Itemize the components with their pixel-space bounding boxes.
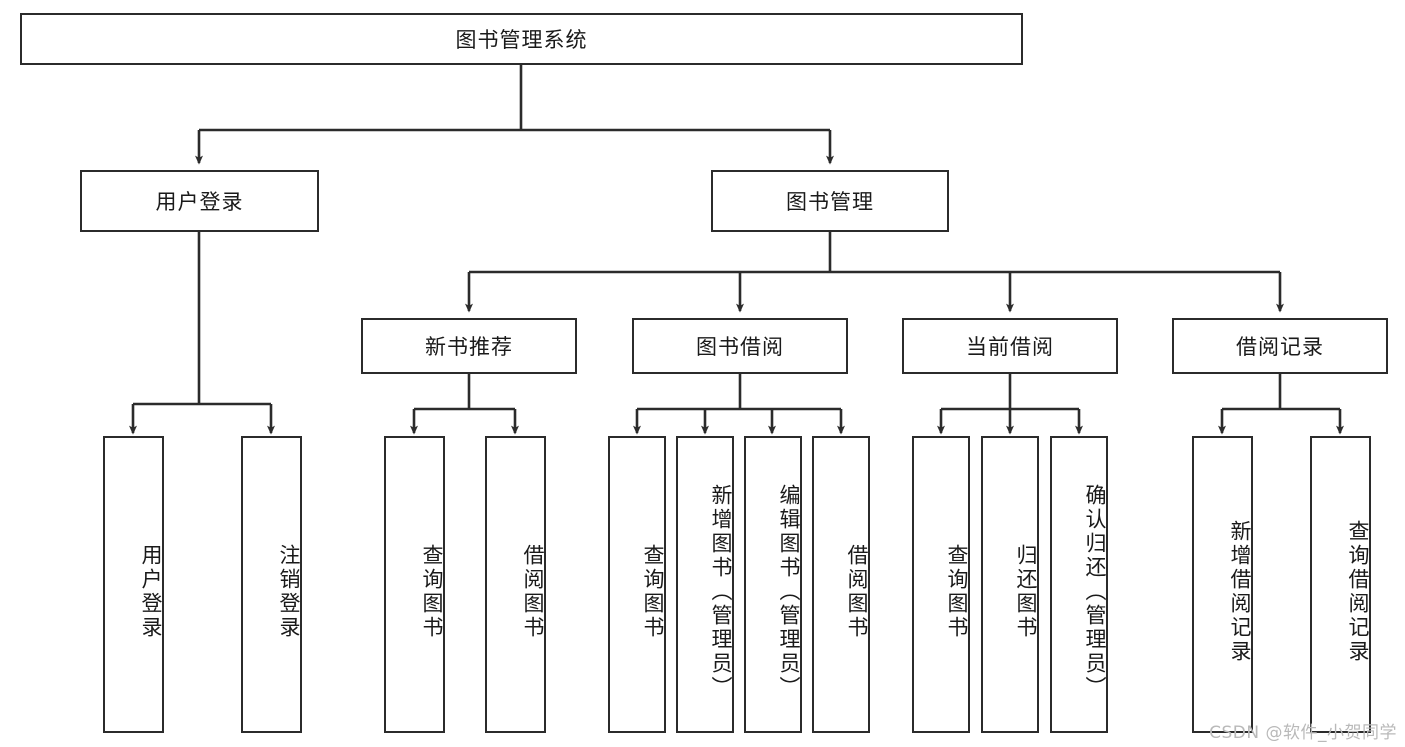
leaf-logout-label: 注销登录 [277, 543, 301, 640]
leaf-current-return-label: 归还图书 [1014, 543, 1038, 640]
leaf-current-query[interactable]: 查询图书 [912, 436, 970, 733]
leaf-newbook-query-label: 查询图书 [420, 543, 444, 640]
node-user-login[interactable]: 用户登录 [80, 170, 319, 232]
leaf-borrow-edit-book[interactable]: 编辑图书（管理员） [744, 436, 802, 733]
leaf-record-add-label: 新增借阅记录 [1228, 519, 1252, 664]
leaf-logout[interactable]: 注销登录 [241, 436, 302, 733]
leaf-borrow-add-book[interactable]: 新增图书（管理员） [676, 436, 734, 733]
leaf-newbook-borrow-label: 借阅图书 [521, 543, 545, 640]
node-current-borrow[interactable]: 当前借阅 [902, 318, 1118, 374]
leaf-current-return[interactable]: 归还图书 [981, 436, 1039, 733]
node-root[interactable]: 图书管理系统 [20, 13, 1023, 65]
leaf-borrow-borrow-book-label: 借阅图书 [845, 543, 869, 640]
node-book-management[interactable]: 图书管理 [711, 170, 949, 232]
node-user-login-label: 用户登录 [155, 190, 244, 214]
node-new-book-recommend-label: 新书推荐 [425, 335, 513, 359]
leaf-user-login-label: 用户登录 [139, 543, 163, 640]
node-book-borrow[interactable]: 图书借阅 [632, 318, 848, 374]
watermark-text: CSDN @软件_小贺同学 [1209, 723, 1397, 743]
leaf-current-confirm-return[interactable]: 确认归还（管理员） [1050, 436, 1108, 733]
node-new-book-recommend[interactable]: 新书推荐 [361, 318, 577, 374]
leaf-newbook-borrow[interactable]: 借阅图书 [485, 436, 546, 733]
leaf-borrow-query[interactable]: 查询图书 [608, 436, 666, 733]
leaf-record-add[interactable]: 新增借阅记录 [1192, 436, 1253, 733]
leaf-current-query-label: 查询图书 [945, 543, 969, 640]
leaf-borrow-borrow-book[interactable]: 借阅图书 [812, 436, 870, 733]
leaf-current-confirm-return-label: 确认归还（管理员） [1083, 483, 1107, 700]
leaf-record-query-label: 查询借阅记录 [1346, 519, 1370, 664]
leaf-borrow-query-label: 查询图书 [641, 543, 665, 640]
node-book-borrow-label: 图书借阅 [696, 335, 784, 359]
leaf-newbook-query[interactable]: 查询图书 [384, 436, 445, 733]
leaf-user-login[interactable]: 用户登录 [103, 436, 164, 733]
leaf-record-query[interactable]: 查询借阅记录 [1310, 436, 1371, 733]
node-borrow-record[interactable]: 借阅记录 [1172, 318, 1388, 374]
node-root-label: 图书管理系统 [455, 28, 588, 52]
node-current-borrow-label: 当前借阅 [966, 335, 1054, 359]
leaf-borrow-add-book-label: 新增图书（管理员） [709, 483, 733, 700]
node-book-management-label: 图书管理 [786, 190, 874, 214]
node-borrow-record-label: 借阅记录 [1236, 335, 1324, 359]
leaf-borrow-edit-book-label: 编辑图书（管理员） [777, 483, 801, 700]
